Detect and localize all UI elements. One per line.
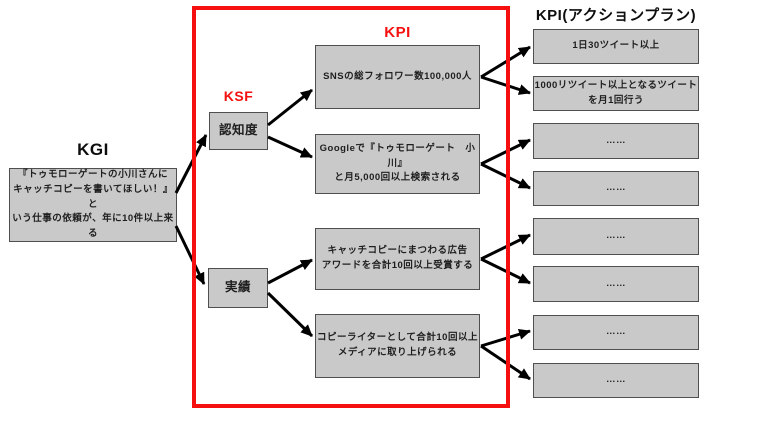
kgi-label: KGI	[77, 140, 109, 159]
ksf-box-results: 実績	[208, 268, 268, 308]
action-box-placeholder-4: ……	[533, 266, 699, 302]
ksf-label: KSF	[223, 88, 254, 104]
kpi-box-media-coverage: コピーライターとして合計10回以上 メディアに取り上げられる	[315, 314, 480, 378]
kpi-box-sns-followers: SNSの総フォロワー数100,000人	[315, 45, 480, 109]
action-box-placeholder-6: ……	[533, 363, 699, 398]
action-box-placeholder-5: ……	[533, 315, 699, 350]
action-box-retweets: 1000リツイート以上となるツイート を月1回行う	[533, 76, 699, 111]
action-box-placeholder-2: ……	[533, 171, 699, 206]
ksf-box-awareness: 認知度	[209, 112, 268, 150]
action-plan-label: KPI(アクションプラン)	[535, 7, 697, 24]
kgi-goal-box: 『トゥモローゲートの小川さんに キャッチコピーを書いてほしい！』と いう仕事の依…	[9, 168, 177, 242]
ksf-kpi-frame	[192, 6, 510, 408]
kpi-label: KPI	[384, 24, 411, 41]
action-box-daily-tweets: 1日30ツイート以上	[533, 29, 699, 64]
kpi-box-ad-awards: キャッチコピーにまつわる広告 アワードを合計10回以上受賞する	[315, 228, 480, 290]
action-box-placeholder-1: ……	[533, 123, 699, 159]
action-box-placeholder-3: ……	[533, 218, 699, 255]
kpi-box-google-search: Googleで『トゥモローゲート 小川』 と月5,000回以上検索される	[315, 134, 480, 194]
